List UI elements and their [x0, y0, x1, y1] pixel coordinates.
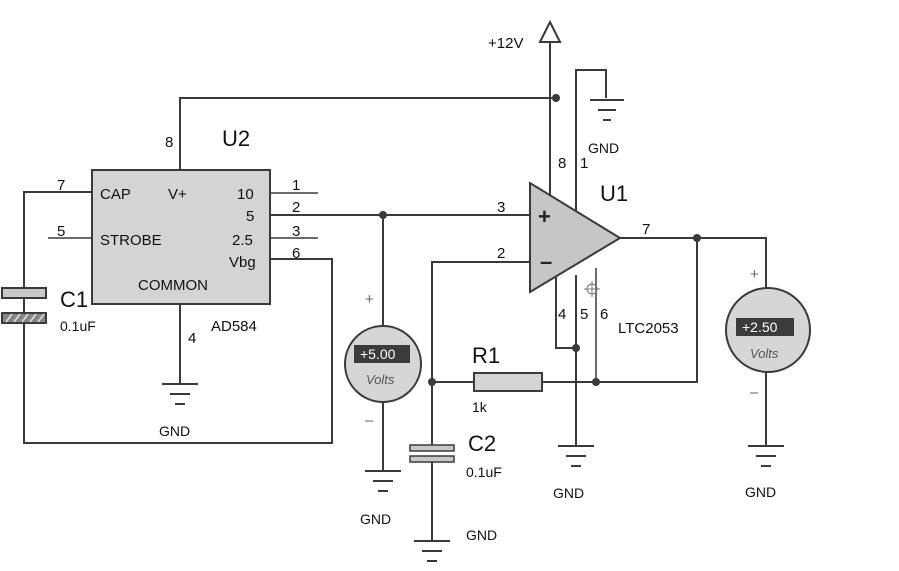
u1-pinnum-3: 3: [497, 199, 505, 216]
opamp-plus-sign: +: [538, 204, 551, 229]
gnd-label-meter-right: GND: [745, 484, 776, 500]
u2-body[interactable]: [91, 169, 271, 305]
r1-value: 1k: [472, 399, 488, 415]
voltmeter-left[interactable]: +5.00 Volts + –: [344, 291, 422, 429]
opamp-triangle-icon[interactable]: [529, 181, 622, 294]
ground-symbols: GND GND GND GND GND GND: [159, 99, 784, 562]
voltmeter-right[interactable]: +2.50 Volts + –: [725, 266, 811, 401]
u2-pin-out25: 2.5: [232, 232, 253, 249]
gnd-label-u2: GND: [159, 423, 190, 439]
c2-value: 0.1uF: [466, 464, 502, 480]
meter-right-minus: –: [750, 384, 759, 401]
u2-pin-out10: 10: [237, 186, 254, 203]
supply-label: +12V: [488, 35, 523, 52]
u2-pin-strobe: STROBE: [100, 232, 162, 249]
u1-pinnum-7: 7: [642, 221, 650, 238]
meter-left-plus: +: [365, 291, 374, 308]
meter-left-minus: –: [365, 412, 374, 429]
ground-icon: [162, 383, 198, 405]
ground-icon: [748, 445, 784, 467]
c2-plate-bottom: [409, 455, 455, 463]
c1-value: 0.1uF: [60, 318, 96, 334]
junction-out: [693, 234, 701, 242]
ground-icon: [558, 445, 594, 467]
u2-pin-out5: 5: [246, 208, 254, 225]
crosshair-icon: [584, 281, 600, 297]
r1-body[interactable]: [473, 372, 543, 392]
u2-pinnum-4: 4: [188, 330, 196, 347]
u1-pinnum-8: 8: [558, 155, 566, 172]
meter-left-unit: Volts: [366, 372, 395, 387]
junction-rail: [552, 94, 560, 102]
meter-right-plus: +: [750, 266, 759, 283]
u2-pinnum-5: 5: [57, 223, 65, 240]
ground-icon: [365, 470, 401, 492]
c2-plate-top: [409, 444, 455, 452]
c1-ref: C1: [60, 287, 88, 312]
u1-pinnum-6: 6: [600, 306, 608, 323]
u2-pinnum-8: 8: [165, 134, 173, 151]
u2-pinnum-1: 1: [292, 177, 300, 194]
wires: [23, 42, 767, 540]
wire-pin1-gnd: [575, 69, 607, 215]
supply-12v: +12V: [488, 19, 562, 52]
u1-pinnum-4: 4: [558, 306, 566, 323]
u2-pinnum-3: 3: [292, 223, 300, 240]
meter-left-display: [354, 345, 410, 363]
meter-right-unit: Volts: [750, 346, 779, 361]
c1-plate-top: [1, 287, 47, 299]
ground-icon: [590, 99, 624, 121]
u2-pin-common: COMMON: [138, 277, 208, 294]
ground-icon: [414, 540, 450, 562]
gnd-label-c2: GND: [466, 527, 497, 543]
u2-pin-cap: CAP: [100, 186, 131, 203]
r1-component[interactable]: R1 1k: [472, 343, 543, 415]
opamp-minus-sign: –: [540, 249, 552, 274]
u2-part: AD584: [211, 318, 257, 335]
meter-right-display: [736, 318, 794, 336]
c1-hatch: [5, 313, 45, 323]
gnd-label-meter-left: GND: [360, 511, 391, 527]
u1-part: LTC2053: [618, 320, 679, 337]
u2-pin-vplus: V+: [168, 186, 187, 203]
u2-pinnum-6: 6: [292, 245, 300, 262]
u1-pinnum-1: 1: [580, 155, 588, 172]
r1-ref: R1: [472, 343, 500, 368]
c2-ref: C2: [468, 431, 496, 456]
c2-component[interactable]: C2 0.1uF: [409, 431, 502, 480]
wire-vplus-rail: [179, 97, 556, 170]
meter-right-reading: +2.50: [742, 319, 778, 335]
u1-pinnum-2: 2: [497, 245, 505, 262]
c1-component[interactable]: C1 0.1uF: [1, 287, 96, 334]
meter-left-reading: +5.00: [360, 346, 396, 362]
c1-plate-bottom: [1, 312, 47, 324]
gnd-label-opamp: GND: [553, 485, 584, 501]
u1-ref: U1: [600, 181, 628, 206]
wire-output: [620, 237, 767, 288]
u2-component[interactable]: U2 AD584 CAP V+ STROBE COMMON 10 5 2.5 V…: [57, 126, 300, 347]
gnd-label-top: GND: [588, 140, 619, 156]
u2-pinnum-7: 7: [57, 177, 65, 194]
u2-ref: U2: [222, 126, 250, 151]
u1-pinnum-5: 5: [580, 306, 588, 323]
meter-left-body[interactable]: [344, 325, 422, 403]
wire-pin4: [555, 270, 578, 349]
u1-opamp[interactable]: + – U1 LTC2053 3 2 7 8 1 4 5 6: [497, 155, 679, 337]
supply-arrow-icon: [538, 19, 562, 43]
u2-pinnum-2: 2: [292, 199, 300, 216]
u2-pin-vbg: Vbg: [229, 254, 256, 271]
wire-vbg-loop: [23, 191, 333, 444]
